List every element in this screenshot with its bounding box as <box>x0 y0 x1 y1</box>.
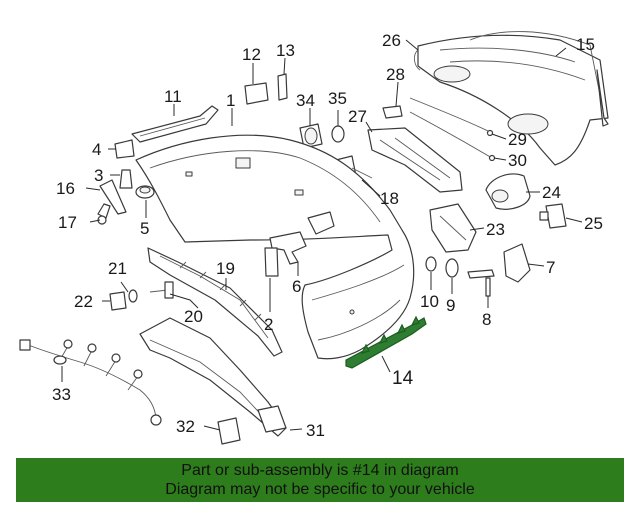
part-21-nut <box>128 289 138 303</box>
part-6-bracket <box>269 211 335 265</box>
callout-15: 15 <box>576 35 595 54</box>
part-26-panel-lip <box>413 49 421 71</box>
part-25-sensor <box>539 203 567 229</box>
part-22-clip <box>109 291 127 311</box>
part-13-clip <box>277 73 288 101</box>
callout-17: 17 <box>58 213 77 232</box>
callout-6: 6 <box>292 277 301 296</box>
part-5-grommet <box>135 185 155 199</box>
part-17-screw <box>97 203 111 225</box>
callout-22: 22 <box>74 292 93 311</box>
callout-13: 13 <box>276 41 295 60</box>
callout-12: 12 <box>242 45 261 64</box>
part-23-bracket <box>429 203 477 253</box>
callout-23: 23 <box>486 220 505 239</box>
banner-line-part-number: Part or sub-assembly is #14 in diagram <box>181 462 459 479</box>
part-10-washer <box>425 256 437 272</box>
part-2-bolt <box>264 247 279 277</box>
part-32-plate <box>217 417 241 445</box>
part-27-bracket <box>367 127 463 193</box>
callout-5: 5 <box>140 219 149 238</box>
part-29-30-harness <box>409 97 496 162</box>
callout-29: 29 <box>508 130 527 149</box>
callout-34: 34 <box>296 91 315 110</box>
part-8-bolt <box>467 269 495 297</box>
callout-21: 21 <box>108 259 127 278</box>
callout-19: 19 <box>216 259 235 278</box>
banner-line-disclaimer: Diagram may not be specific to your vehi… <box>165 481 475 498</box>
callout-4: 4 <box>92 140 101 159</box>
part-20-screw <box>149 281 174 299</box>
callout-30: 30 <box>508 151 527 170</box>
callout-1: 1 <box>226 91 235 110</box>
callout-26: 26 <box>382 31 401 50</box>
part-4-bracket <box>114 139 135 159</box>
part-14-highlighted-trim <box>345 315 427 369</box>
callout-35: 35 <box>328 89 347 108</box>
leader-lines <box>61 39 583 431</box>
callout-27: 27 <box>348 107 367 126</box>
part-3-bolt <box>119 169 133 189</box>
callout-20: 20 <box>184 307 203 326</box>
callout-33: 33 <box>52 385 71 404</box>
callout-16: 16 <box>56 179 75 198</box>
callout-31: 31 <box>306 421 325 440</box>
callout-9: 9 <box>446 296 455 315</box>
callout-11: 11 <box>164 87 182 106</box>
parts-diagram: 1 2 3 4 5 6 7 8 9 10 11 12 13 14 15 16 1… <box>19 31 609 445</box>
part-7-bracket <box>503 243 531 283</box>
part-11-strip <box>131 105 219 143</box>
callout-10: 10 <box>420 292 439 311</box>
part-19-energy-absorber <box>147 247 283 357</box>
callout-32: 32 <box>176 417 195 436</box>
callout-labels: 1 2 3 4 5 6 7 8 9 10 11 12 13 14 15 16 1… <box>52 31 603 440</box>
callout-7: 7 <box>546 258 555 277</box>
callout-14: 14 <box>392 368 414 389</box>
callout-8: 8 <box>482 310 491 329</box>
callout-3: 3 <box>94 166 103 185</box>
callout-28: 28 <box>386 65 405 84</box>
part-33-wiring-harness <box>19 339 162 426</box>
part-34-grommet <box>299 123 323 149</box>
part-9-washer <box>445 258 459 278</box>
vehicle-fit-banner: Part or sub-assembly is #14 in diagram D… <box>16 458 624 502</box>
part-28-bracket <box>382 105 403 119</box>
callout-24: 24 <box>542 183 561 202</box>
part-15-rear-diffuser <box>417 31 609 166</box>
part-1-bumper-cover <box>135 134 415 360</box>
callout-2: 2 <box>264 315 273 334</box>
part-12-plate <box>244 82 269 105</box>
part-31-lower-trim <box>139 317 287 437</box>
part-35-clip <box>331 125 345 143</box>
callout-18: 18 <box>380 189 399 208</box>
part-16-bracket <box>99 179 127 215</box>
part-24-housing <box>485 173 531 210</box>
callout-25: 25 <box>584 214 603 233</box>
